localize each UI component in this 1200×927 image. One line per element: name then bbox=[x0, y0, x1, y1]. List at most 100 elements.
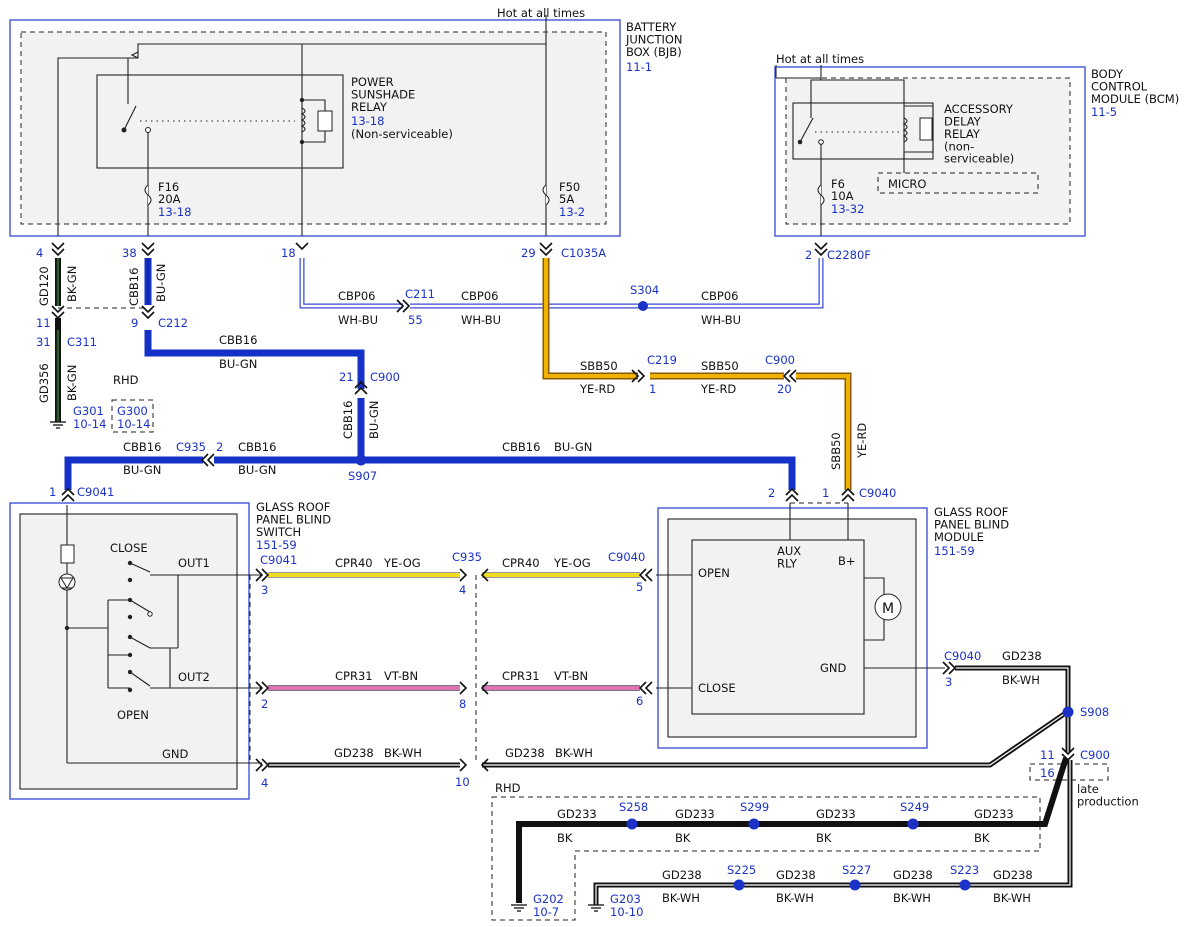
bjb-internal-wiring bbox=[57, 15, 547, 236]
wl-bkgn1: BK-GN bbox=[65, 266, 79, 302]
pin-3-gnd: 3 bbox=[945, 675, 952, 689]
wl-cbp06a: CBP06 bbox=[338, 289, 376, 303]
wl-bugnl2: BU-GN bbox=[238, 463, 276, 477]
switch-ref: 151-59 bbox=[256, 538, 297, 552]
wl-gd238e: GD238 bbox=[776, 868, 816, 882]
bcm-frame bbox=[774, 66, 1086, 237]
fuse-f50-ref: 13-2 bbox=[559, 205, 585, 219]
wl-cbb16l3: CBB16 bbox=[502, 440, 540, 454]
wl-bugnv2: BU-GN bbox=[367, 401, 381, 439]
wl-sbb50a: SBB50 bbox=[580, 359, 618, 373]
pin-11: 11 bbox=[36, 316, 51, 330]
label-rhd-1: RHD bbox=[113, 373, 139, 387]
relay-ref: 13-18 bbox=[351, 114, 384, 128]
wl-bkwhg: BK-WH bbox=[993, 891, 1031, 905]
pin-2-bcm: 2 bbox=[805, 248, 812, 262]
wl-bugnl3: BU-GN bbox=[554, 440, 592, 454]
wl-vtbna: VT-BN bbox=[384, 669, 418, 683]
wire-cbb16 bbox=[64, 258, 796, 490]
wl-gd233d: GD233 bbox=[974, 807, 1014, 821]
pin-20: 20 bbox=[777, 382, 792, 396]
micro-label: MICRO bbox=[888, 177, 926, 191]
switch-close-label: CLOSE bbox=[110, 541, 148, 555]
switch-frame bbox=[9, 502, 250, 800]
conn-c219: C219 bbox=[647, 353, 677, 367]
pin-4-c935: 4 bbox=[459, 583, 466, 597]
switch-gnd: GND bbox=[162, 747, 189, 761]
conn-c9040c: C9040 bbox=[944, 649, 981, 663]
pin-6: 6 bbox=[636, 694, 643, 708]
ground-g301: G301 bbox=[73, 404, 104, 418]
ground-g300: G300 bbox=[117, 404, 148, 418]
wl-bkgn2: BK-GN bbox=[65, 365, 79, 401]
wl-bugnh1: BU-GN bbox=[219, 357, 257, 371]
label-hot-bcm: Hot at all times bbox=[776, 52, 864, 66]
switch-out1: OUT1 bbox=[178, 556, 210, 570]
wl-yerdb: YE-RD bbox=[700, 382, 736, 396]
wl-yerda: YE-RD bbox=[579, 382, 615, 396]
pin-38: 38 bbox=[122, 246, 137, 260]
wl-cbb16h1: CBB16 bbox=[219, 333, 257, 347]
wl-yerdv: YE-RD bbox=[855, 423, 869, 459]
wl-bkwhe: BK-WH bbox=[776, 891, 814, 905]
pin-9: 9 bbox=[131, 316, 138, 330]
wire-gd238 bbox=[268, 665, 1073, 905]
wl-gd238f: GD238 bbox=[893, 868, 933, 882]
wl-cbb16l1: CBB16 bbox=[123, 440, 161, 454]
pin-11-c900: 11 bbox=[1040, 748, 1055, 762]
connector-arrows bbox=[51, 242, 1075, 772]
module-gnd: GND bbox=[820, 661, 847, 675]
bcm-ref: 11-5 bbox=[1091, 105, 1117, 119]
wire-gd233 bbox=[516, 757, 1069, 903]
wl-gd356: GD356 bbox=[37, 363, 51, 403]
conn-c900a: C900 bbox=[370, 370, 400, 384]
switch-internal-wiring bbox=[58, 505, 262, 764]
conn-c9041b: C9041 bbox=[260, 553, 297, 567]
bcm-internal-wiring bbox=[775, 65, 934, 236]
wl-gd238c: GD238 bbox=[1002, 649, 1042, 663]
label-hot-bjb: Hot at all times bbox=[497, 6, 585, 20]
pin-55: 55 bbox=[408, 313, 423, 327]
wl-bkwhc: BK-WH bbox=[1002, 673, 1040, 687]
module-frame bbox=[657, 507, 928, 749]
fuse-f16-ref: 13-18 bbox=[158, 205, 191, 219]
wl-yeoga: YE-OG bbox=[383, 556, 421, 570]
pin-29: 29 bbox=[521, 246, 536, 260]
wl-whbuc: WH-BU bbox=[701, 313, 741, 327]
ground-g202: G202 bbox=[533, 892, 564, 906]
rhd-g300-box bbox=[111, 399, 154, 433]
module-internal-wiring bbox=[656, 503, 945, 689]
wl-cpr40b: CPR40 bbox=[502, 556, 540, 570]
conn-c9040a: C9040 bbox=[859, 486, 896, 500]
fuse-f50-id: F50 bbox=[559, 180, 580, 194]
pin-8: 8 bbox=[459, 697, 466, 711]
wl-cbb16l2: CBB16 bbox=[238, 440, 276, 454]
ground-g203-ref: 10-10 bbox=[610, 905, 643, 919]
wire-cbp06 bbox=[299, 258, 824, 309]
wl-whbub: WH-BU bbox=[461, 313, 501, 327]
pin-2-c9040: 2 bbox=[768, 486, 775, 500]
pin-4-sw: 4 bbox=[261, 776, 268, 790]
wl-cbp06c: CBP06 bbox=[701, 289, 739, 303]
fuse-f16-rating: 20A bbox=[158, 192, 181, 206]
pin-21: 21 bbox=[339, 370, 354, 384]
ground-g202-ref: 10-7 bbox=[533, 905, 559, 919]
wl-gd238g: GD238 bbox=[993, 868, 1033, 882]
pin-10: 10 bbox=[455, 775, 470, 789]
wl-bkwhf: BK-WH bbox=[893, 891, 931, 905]
wl-cpr31b: CPR31 bbox=[502, 669, 540, 683]
splice-dots bbox=[355, 301, 1074, 891]
conn-c900b: C900 bbox=[765, 353, 795, 367]
wl-bkb: BK bbox=[675, 831, 691, 845]
fuse-f16-id: F16 bbox=[158, 180, 179, 194]
splice-s249: S249 bbox=[900, 800, 929, 814]
conn-c211: C211 bbox=[405, 287, 435, 301]
relay-note: (Non-serviceable) bbox=[351, 127, 453, 141]
